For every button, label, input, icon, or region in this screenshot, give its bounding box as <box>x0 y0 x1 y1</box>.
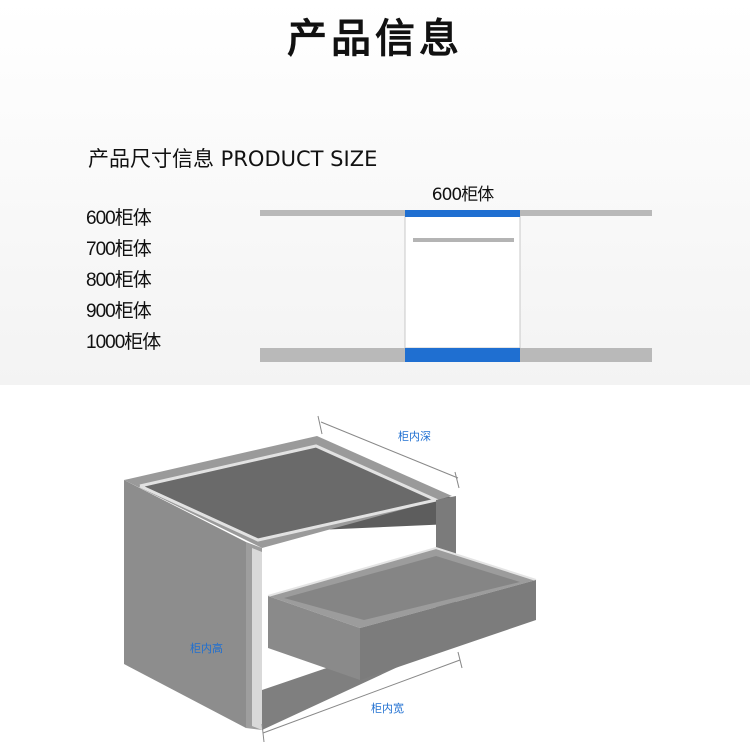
drawer-front-left <box>268 596 360 680</box>
size-option-900: 900柜体 <box>86 301 152 322</box>
drawer-handle-line <box>413 238 514 242</box>
size-option-800: 800柜体 <box>86 270 152 291</box>
page-title: 产品信息 <box>287 16 463 62</box>
depth-tick-start <box>317 415 323 435</box>
height-label: 柜内高 <box>190 642 223 655</box>
top-rail-highlight <box>405 210 520 217</box>
size-section-heading: 产品尺寸信息 PRODUCT SIZE <box>88 147 378 171</box>
depth-label: 柜内深 <box>398 430 431 443</box>
width-tick-start <box>261 723 265 743</box>
cabinet-left-side <box>124 480 246 728</box>
drawer-front-right <box>360 580 536 680</box>
drawer-rim-edge <box>267 546 537 597</box>
width-dimension-line <box>262 659 461 734</box>
size-option-700: 700柜体 <box>86 239 152 260</box>
bottom-rail-highlight <box>405 348 520 362</box>
width-label: 柜内宽 <box>371 702 404 715</box>
cabinet-inner-edge <box>252 548 262 730</box>
cabinet-size-label: 600柜体 <box>431 185 494 205</box>
size-option-1000: 1000柜体 <box>86 332 161 353</box>
width-tick-end <box>457 651 463 669</box>
drawer-inner-floor <box>284 556 520 620</box>
depth-tick-end <box>454 471 460 489</box>
front-view-diagram <box>260 210 652 362</box>
cabinet-size-list: 600柜体 700柜体 800柜体 900柜体 1000柜体 <box>86 206 161 361</box>
top-background <box>0 0 750 385</box>
cabinet-front-outline <box>404 213 521 349</box>
depth-dimension-line <box>320 421 459 479</box>
size-option-600: 600柜体 <box>86 208 152 229</box>
cabinet-3d-illustration <box>124 415 537 743</box>
